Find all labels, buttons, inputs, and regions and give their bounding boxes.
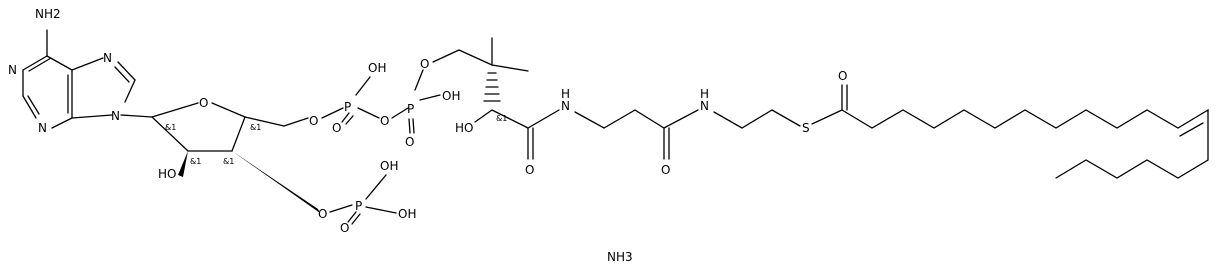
atom-label-p2: P [407,102,414,116]
stereo-label-c3: &1 [223,157,234,166]
atom-label-s: S [802,121,810,135]
atom-label-n9: N [111,109,120,123]
atom-label-n-left: N [8,63,17,77]
stereo-label-pant: &1 [496,114,507,123]
hashed-bond [483,72,501,102]
stereo-label-c2: &1 [190,157,201,166]
bond-lines [22,29,1209,213]
atom-label-o-bridge: O [380,114,389,128]
atom-label-o-c5: O [309,114,318,128]
atom-label-p2-o: O [405,135,414,149]
atom-label-ho-ribose: HO [158,167,176,181]
nh2-text: NH2 [35,7,61,21]
stereo-labels: &1 &1 &1 &1 &1 [165,114,507,166]
atom-label-o-amide2: O [661,163,670,177]
atom-labels: NH2 N N N N O O P OH O O P O OH O HO O H… [8,7,847,235]
atom-label-p1-o: O [332,121,341,135]
atom-label-p2-oh: OH [442,89,460,103]
atom-label-o-thioester: O [838,69,847,83]
atom-label-n2: N [700,99,709,113]
atom-label-p3-oh-top: OH [380,159,398,173]
counter-ion-nh3: NH3 [607,250,633,264]
atom-label-p1-oh: OH [368,61,386,75]
atom-label-p3: P [355,199,362,213]
atom-label-o-ring: O [199,96,208,110]
atom-label-ho-pant: HO [455,121,473,135]
atom-label-h2: H [700,87,709,101]
atom-label-n-bottom: N [38,121,47,135]
atom-label-o-amide1: O [525,163,534,177]
p3-bonds [329,174,397,225]
stereo-label-c4: &1 [250,123,261,132]
atom-label-o-3p: O [318,207,327,221]
atom-label-h1: H [561,87,570,101]
wedge-bond [178,151,188,177]
atom-label-n1: N [561,99,570,113]
atom-label-n-top: N [103,51,112,65]
atom-label-o-pant: O [420,57,429,71]
atom-label-nh2: NH2 [35,7,61,21]
wedge-bond [232,151,320,213]
atom-label-p1: P [344,100,351,114]
atom-label-p3-o: O [340,221,349,235]
stereo-label-c1: &1 [165,123,176,132]
atom-label-p3-oh-right: OH [398,207,416,221]
